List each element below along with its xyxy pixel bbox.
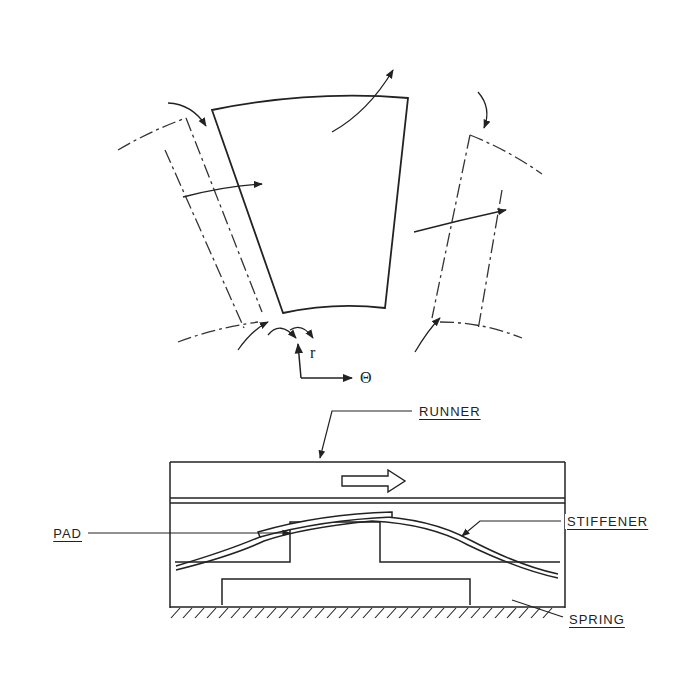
neighbour-pad-outline (118, 118, 542, 342)
ground-hatching (339, 608, 348, 618)
housing (170, 462, 565, 608)
ground-hatching (267, 608, 276, 618)
ground-hatching (423, 608, 432, 618)
flow-arrow (415, 318, 440, 352)
ground-hatching (291, 608, 300, 618)
pad-sector (212, 96, 408, 313)
axis-label: Θ (358, 369, 374, 387)
ground-hatching (279, 608, 288, 618)
neighbour-pad-outline (118, 118, 186, 150)
spring (222, 579, 470, 605)
runner (170, 497, 565, 499)
flow-arrow (414, 210, 506, 232)
motion-arrow (342, 470, 405, 492)
ground-hatching (327, 608, 336, 618)
ground (170, 606, 565, 608)
ground-hatching (183, 608, 192, 618)
ground-hatching (171, 608, 180, 618)
ground (170, 606, 565, 608)
part-name: STIFFENER (565, 514, 650, 529)
ground-hatching (243, 608, 252, 618)
pad-sector (212, 96, 408, 313)
stiffener (176, 521, 558, 578)
ground-hatching (231, 608, 240, 618)
flow-arrow (183, 184, 262, 197)
neighbour-pad-outline (440, 322, 522, 338)
part-name: RUNNER (417, 404, 483, 419)
axis-label: r (308, 344, 317, 362)
ground-hatching (483, 608, 492, 618)
leader-line (88, 411, 563, 617)
neighbour-pad-outline (470, 135, 542, 174)
ground-hatching (303, 608, 312, 618)
housing (169, 462, 171, 608)
part-name: SPRING (567, 612, 627, 627)
flow-arrow (478, 92, 487, 128)
flow-arrow (290, 327, 313, 338)
ground-hatching (435, 608, 444, 618)
ground-hatching (519, 608, 528, 618)
stiffener (176, 516, 558, 578)
ground-hatching (315, 608, 324, 618)
ground-hatching (399, 608, 408, 618)
ground-hatching (387, 608, 396, 618)
ground-hatching (459, 608, 468, 618)
coordinate-axis (298, 344, 352, 378)
ground-hatching (255, 608, 264, 618)
flow-arrow (168, 70, 506, 352)
neighbour-pad-outline (165, 150, 244, 328)
runner (170, 462, 565, 503)
runner (170, 502, 565, 504)
coordinate-axis (298, 344, 301, 378)
ground-hatching (447, 608, 456, 618)
leader-line (512, 600, 563, 617)
ground-hatching (495, 608, 504, 618)
motion-arrow (342, 470, 405, 492)
ground-hatching (411, 608, 420, 618)
ground-hatching (351, 608, 360, 618)
ground-hatching (507, 608, 516, 618)
housing (564, 462, 566, 608)
coordinate-axis (301, 377, 352, 379)
leader-line (462, 521, 561, 536)
ground-hatching (171, 608, 552, 618)
part-name: PAD (51, 526, 84, 541)
ground-hatching (195, 608, 204, 618)
stiffener (176, 516, 558, 574)
flow-arrow (238, 322, 268, 350)
leader-line (88, 532, 290, 533)
leader-line (320, 411, 412, 458)
ground-hatching (375, 608, 384, 618)
flow-arrow (332, 70, 393, 132)
flow-arrow (168, 103, 206, 126)
neighbour-pad-outline (478, 190, 502, 330)
ground-hatching (363, 608, 372, 618)
ground-hatching (471, 608, 480, 618)
ground-hatching (219, 608, 228, 618)
ground-hatching (207, 608, 216, 618)
spring (222, 579, 470, 605)
runner (170, 461, 565, 463)
